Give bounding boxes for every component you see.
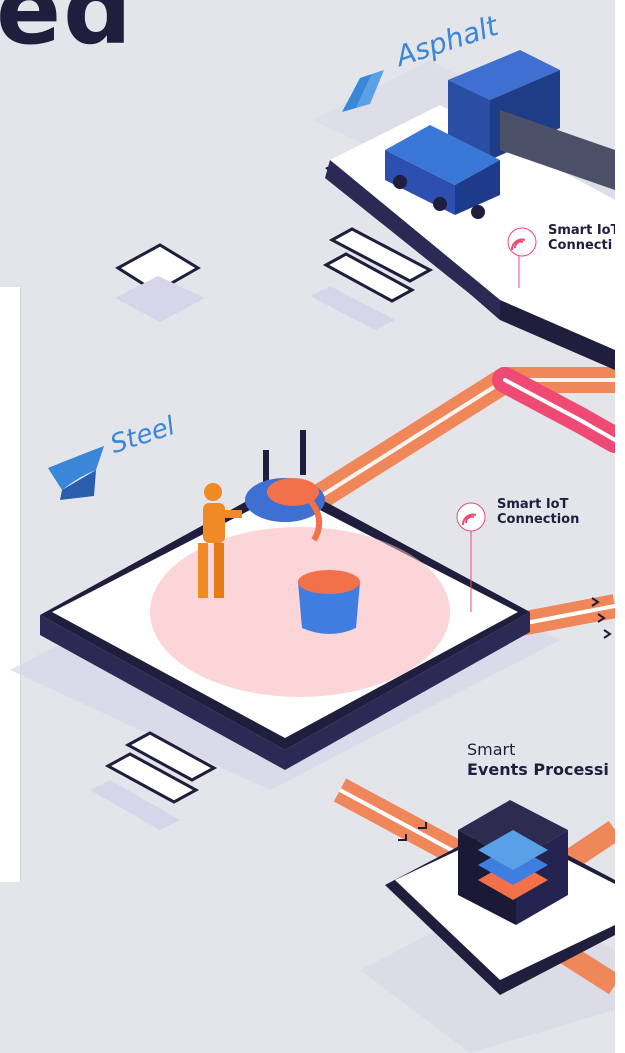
pipeline-orange-upper [305, 367, 615, 511]
wifi-signal-icon [456, 227, 537, 612]
truck [385, 125, 500, 219]
events-processing-label: Smart Events Processi [467, 740, 609, 780]
right-margin [615, 0, 625, 1053]
iot-label-line1: Smart IoT [497, 497, 569, 512]
steel-platform [40, 480, 530, 770]
anvil-icon [48, 446, 104, 500]
iot-label-line2: Connecti [548, 238, 613, 253]
molten-ladle [245, 430, 325, 542]
side-panel-edge [0, 287, 21, 882]
flow-arrows [398, 597, 612, 841]
road-icon [342, 70, 384, 112]
processing-cube-icon [458, 800, 568, 925]
events-label-line1: Smart [467, 740, 516, 759]
floating-tile [104, 227, 434, 804]
events-label-line2: Events Processi [467, 760, 609, 779]
asphalt-plant [448, 50, 615, 190]
bucket [298, 570, 360, 634]
iot-label-line2: Connection [497, 512, 580, 527]
iot-connection-label-top: Smart IoT Connecti [548, 223, 615, 253]
iot-label-line1: Smart IoT [548, 223, 615, 238]
worker [198, 483, 242, 598]
page-heading-fragment: ed [0, 0, 134, 66]
iot-connection-label-middle: Smart IoT Connection [497, 497, 579, 527]
